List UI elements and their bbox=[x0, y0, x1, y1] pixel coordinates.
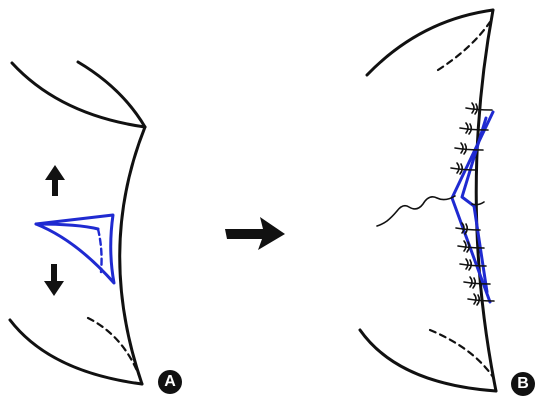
panel-a-lower-curve bbox=[8, 318, 144, 386]
panel-a-badge: A bbox=[158, 370, 182, 394]
panel-b-right-edge bbox=[474, 8, 498, 393]
panel-b-lower-dashed-line bbox=[428, 328, 495, 379]
panel-b-drawing bbox=[358, 8, 498, 393]
panel-b-suture-thread bbox=[376, 195, 456, 227]
down-arrow-icon bbox=[44, 264, 64, 296]
panel-a-upper-inner-curve bbox=[76, 60, 147, 129]
panel-a-upper-curve bbox=[10, 61, 147, 129]
panel-b-upper-curve bbox=[365, 8, 495, 77]
panel-a-lower-dashed-line bbox=[86, 316, 142, 380]
panel-b-blue-closure-right bbox=[460, 116, 489, 294]
panel-b-sutures bbox=[376, 102, 495, 306]
panel-b-blue-closure-left bbox=[450, 110, 495, 304]
panel-a-blue-dashed-line bbox=[96, 227, 103, 274]
up-arrow-icon bbox=[45, 165, 65, 196]
panel-a-blue-flap bbox=[34, 213, 116, 285]
panel-b-upper-dashed-line bbox=[436, 20, 492, 72]
panel-a-drawing bbox=[8, 60, 147, 386]
panel-b-lower-curve bbox=[358, 328, 498, 393]
panel-a-blue-flap-inner bbox=[34, 222, 100, 231]
panel-b-badge: B bbox=[511, 372, 535, 396]
panel-a-right-edge bbox=[118, 125, 147, 386]
transition-arrow-icon bbox=[225, 217, 285, 250]
